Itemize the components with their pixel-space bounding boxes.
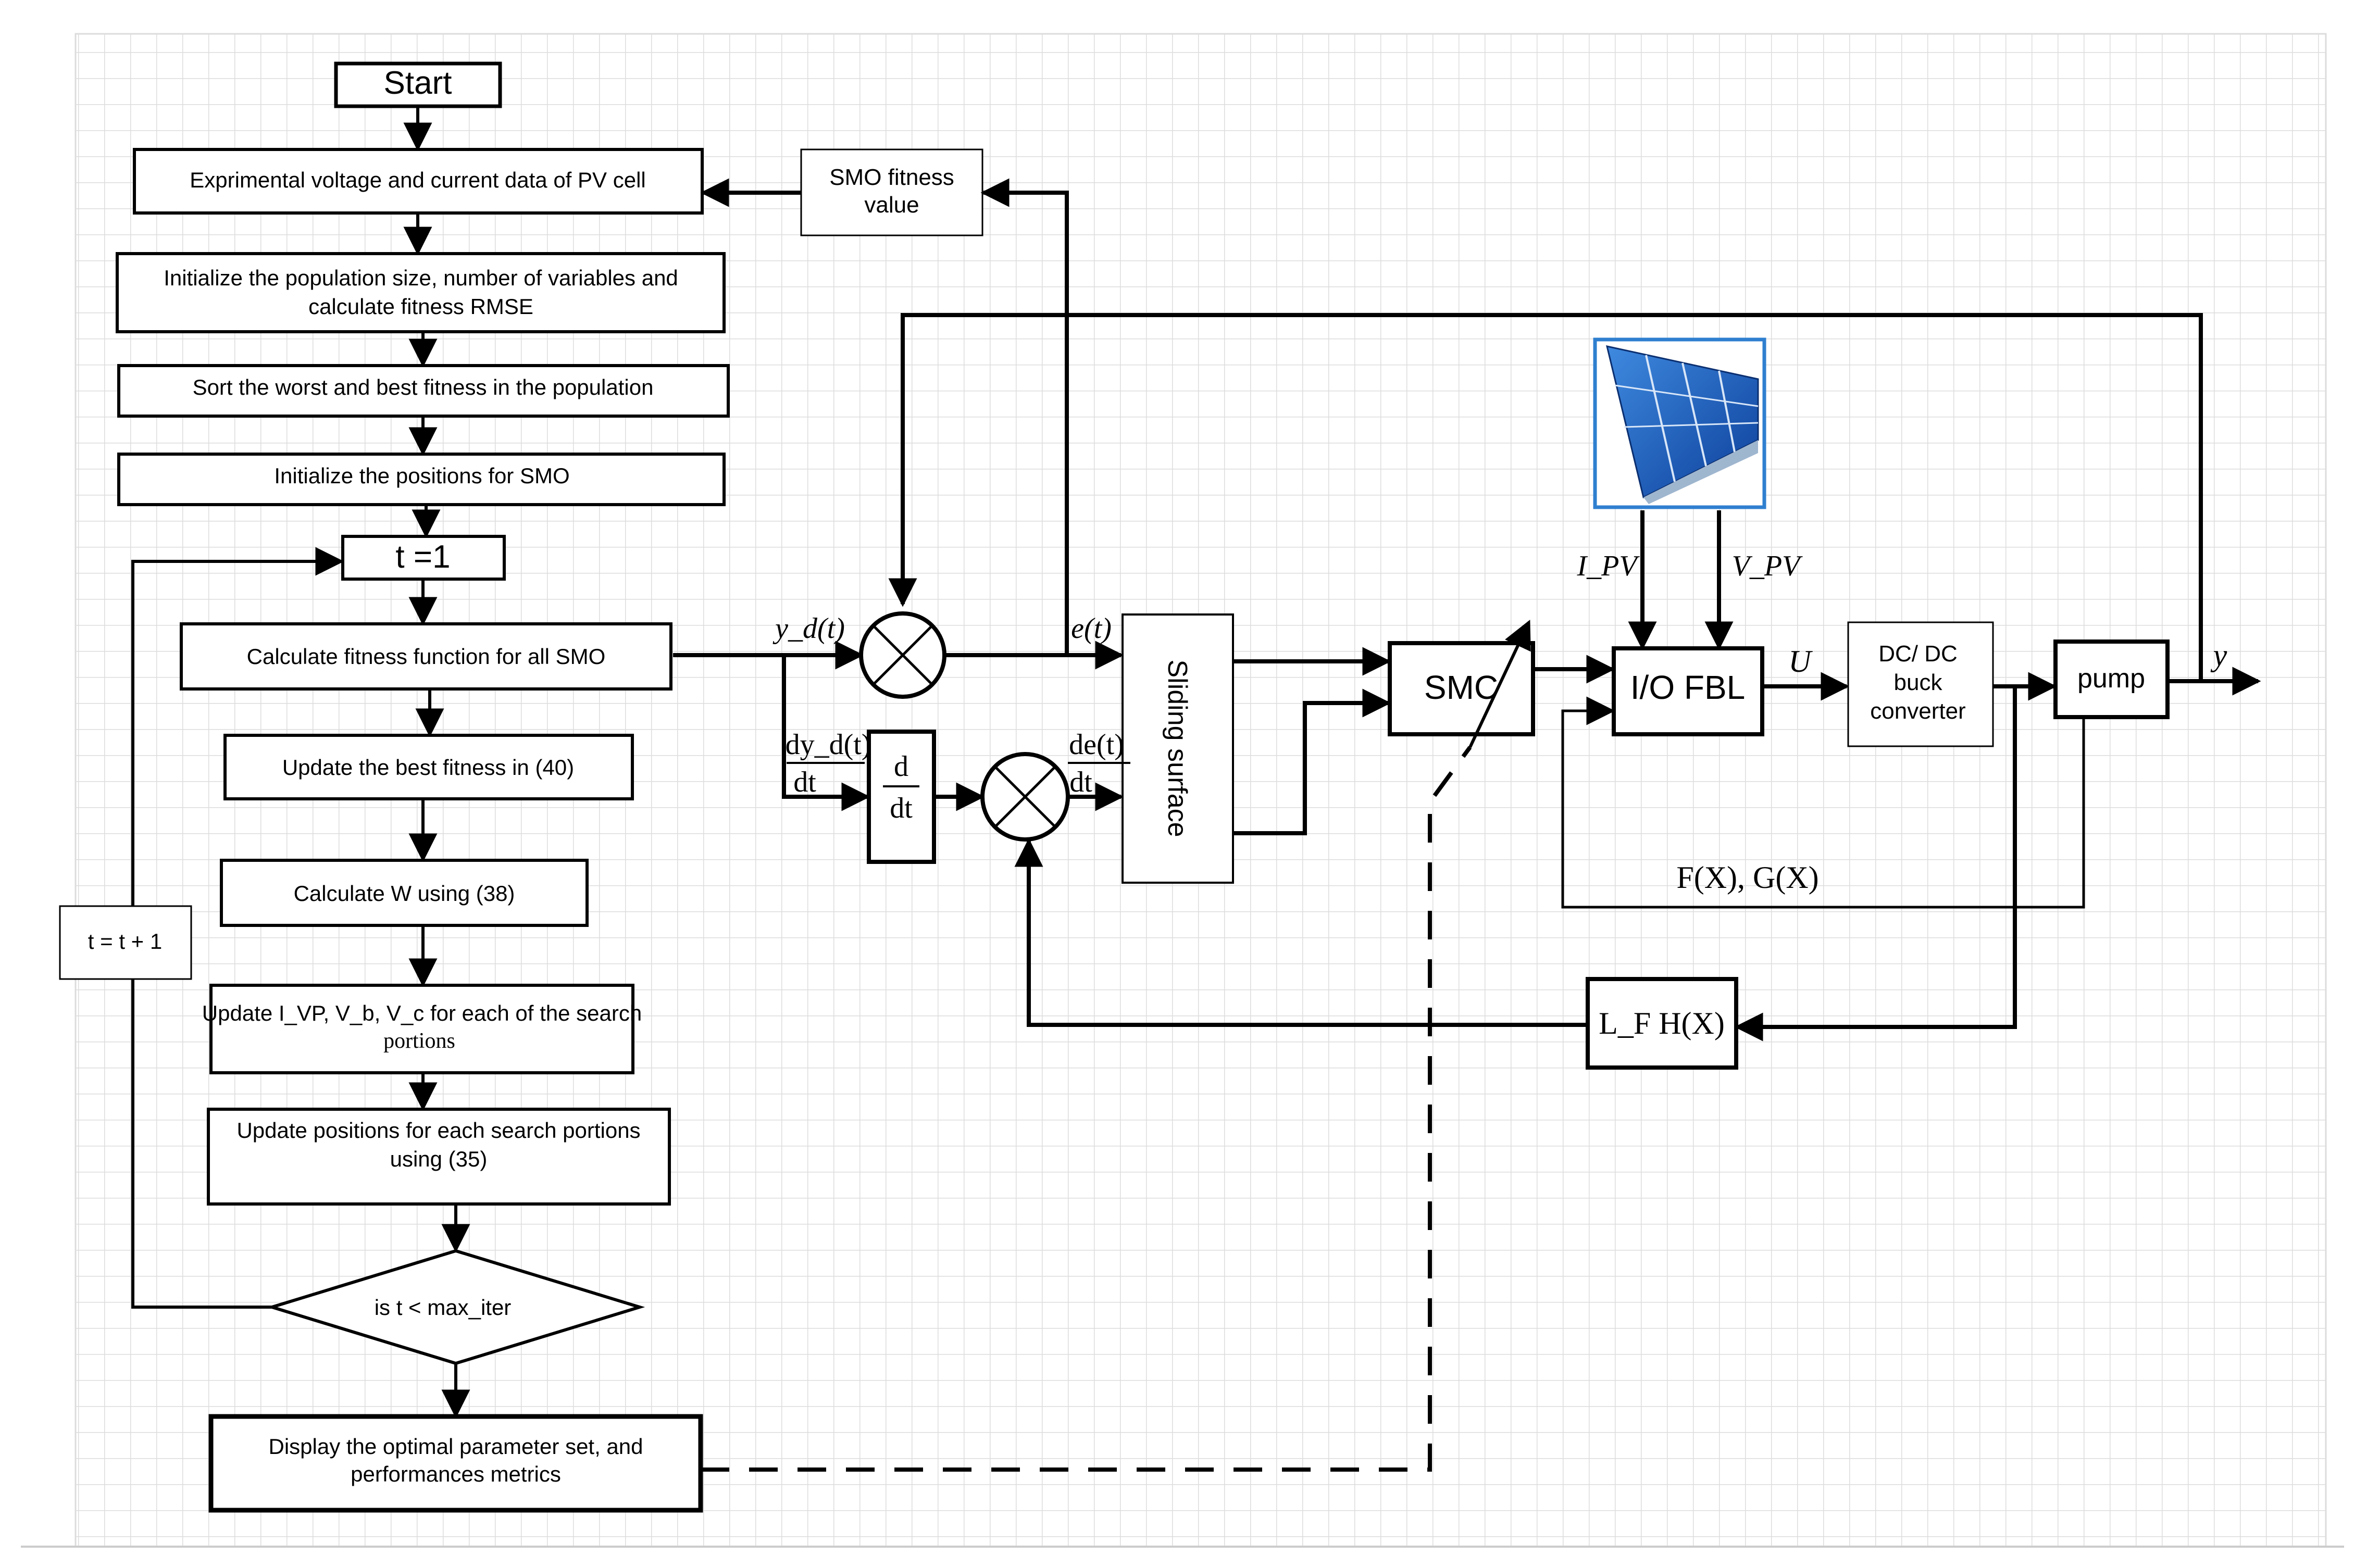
lfh-box [1586,977,1738,1070]
sort-fitness-label: Sort the worst and best fitness in the p… [193,375,654,399]
calc-fitness-box [180,622,672,691]
update-params-label-1: Update I_VP, V_b, V_c for each of the se… [202,1001,642,1025]
init-population-label-1: Initialize the population size, number o… [164,266,678,290]
dcdc-label-3: converter [1870,698,1965,724]
smo-fitness-label-2: value [864,192,919,218]
init-positions-label: Initialize the positions for SMO [274,463,569,488]
et-label: e(t) [1071,612,1112,645]
flowchart [59,61,730,1513]
init-population-label-2: calculate fitness RMSE [308,294,533,319]
calc-w-label: Calculate W using (38) [294,881,515,906]
smo-fitness-label-1: SMO fitness [829,165,954,190]
decision-label: is t < max_iter [375,1295,512,1320]
pump-label: pump [2077,663,2145,694]
pump-box [2053,639,2170,719]
vpv-label: V_PV [1732,550,1803,582]
dcdc-box [1847,621,1994,747]
pv-data-box [133,148,704,215]
dt-label-1: dt [793,766,816,798]
update-positions-label-1: Update positions for each search portion… [236,1118,640,1143]
ipv-label: I_PV [1576,550,1640,582]
solar-panel-icon [1593,337,1766,509]
smc-box [1388,641,1535,736]
pv-data-label: Exprimental voltage and current data of … [190,168,645,192]
init-population-box [116,252,726,333]
dyd-num-label: dy_d(t) [786,729,871,761]
control-diagram [673,148,2261,1472]
io-fbl-label: I/O FBL [1630,669,1746,706]
t-init-label: t =1 [395,539,450,575]
sort-fitness-box [117,364,730,418]
sliding-surface-box [1122,613,1234,884]
deriv-den-label: dt [890,792,913,824]
calc-w-box [220,859,589,927]
dt-label-2: dt [1069,766,1092,798]
init-positions-box [117,453,726,506]
calc-fitness-label: Calculate fitness function for all SMO [247,644,606,669]
start-box [334,61,502,108]
display-results-label-2: performances metrics [351,1462,561,1486]
dcdc-label-1: DC/ DC [1878,641,1958,667]
lfh-label: L_F H(X) [1599,1006,1725,1040]
u-label: U [1788,644,1813,679]
update-positions-label-2: using (35) [390,1147,488,1171]
display-results-box [208,1414,703,1513]
smo-fitness-box [800,148,983,236]
dcdc-label-2: buck [1894,670,1943,695]
t-init-box [341,535,506,581]
display-results-label-1: Display the optimal parameter set, and [268,1434,643,1459]
start-label: Start [384,65,452,101]
de-num-label: de(t) [1069,729,1124,761]
fg-label: F(X), G(X) [1676,860,1818,895]
y-label: y [2210,638,2227,672]
update-best-label: Update the best fitness in (40) [282,755,574,780]
t-increment-label: t = t + 1 [88,929,162,954]
sliding-surface-label: Sliding surface [1162,659,1192,837]
update-positions-box [207,1108,671,1206]
t-increment-box [59,905,192,980]
update-params-label-2: portions [383,1029,455,1053]
update-best-box [223,734,634,800]
yd-label: y_d(t) [773,612,845,645]
deriv-num-label: d [894,750,908,783]
smc-label: SMC [1424,669,1498,706]
io-fbl-box [1612,646,1764,736]
